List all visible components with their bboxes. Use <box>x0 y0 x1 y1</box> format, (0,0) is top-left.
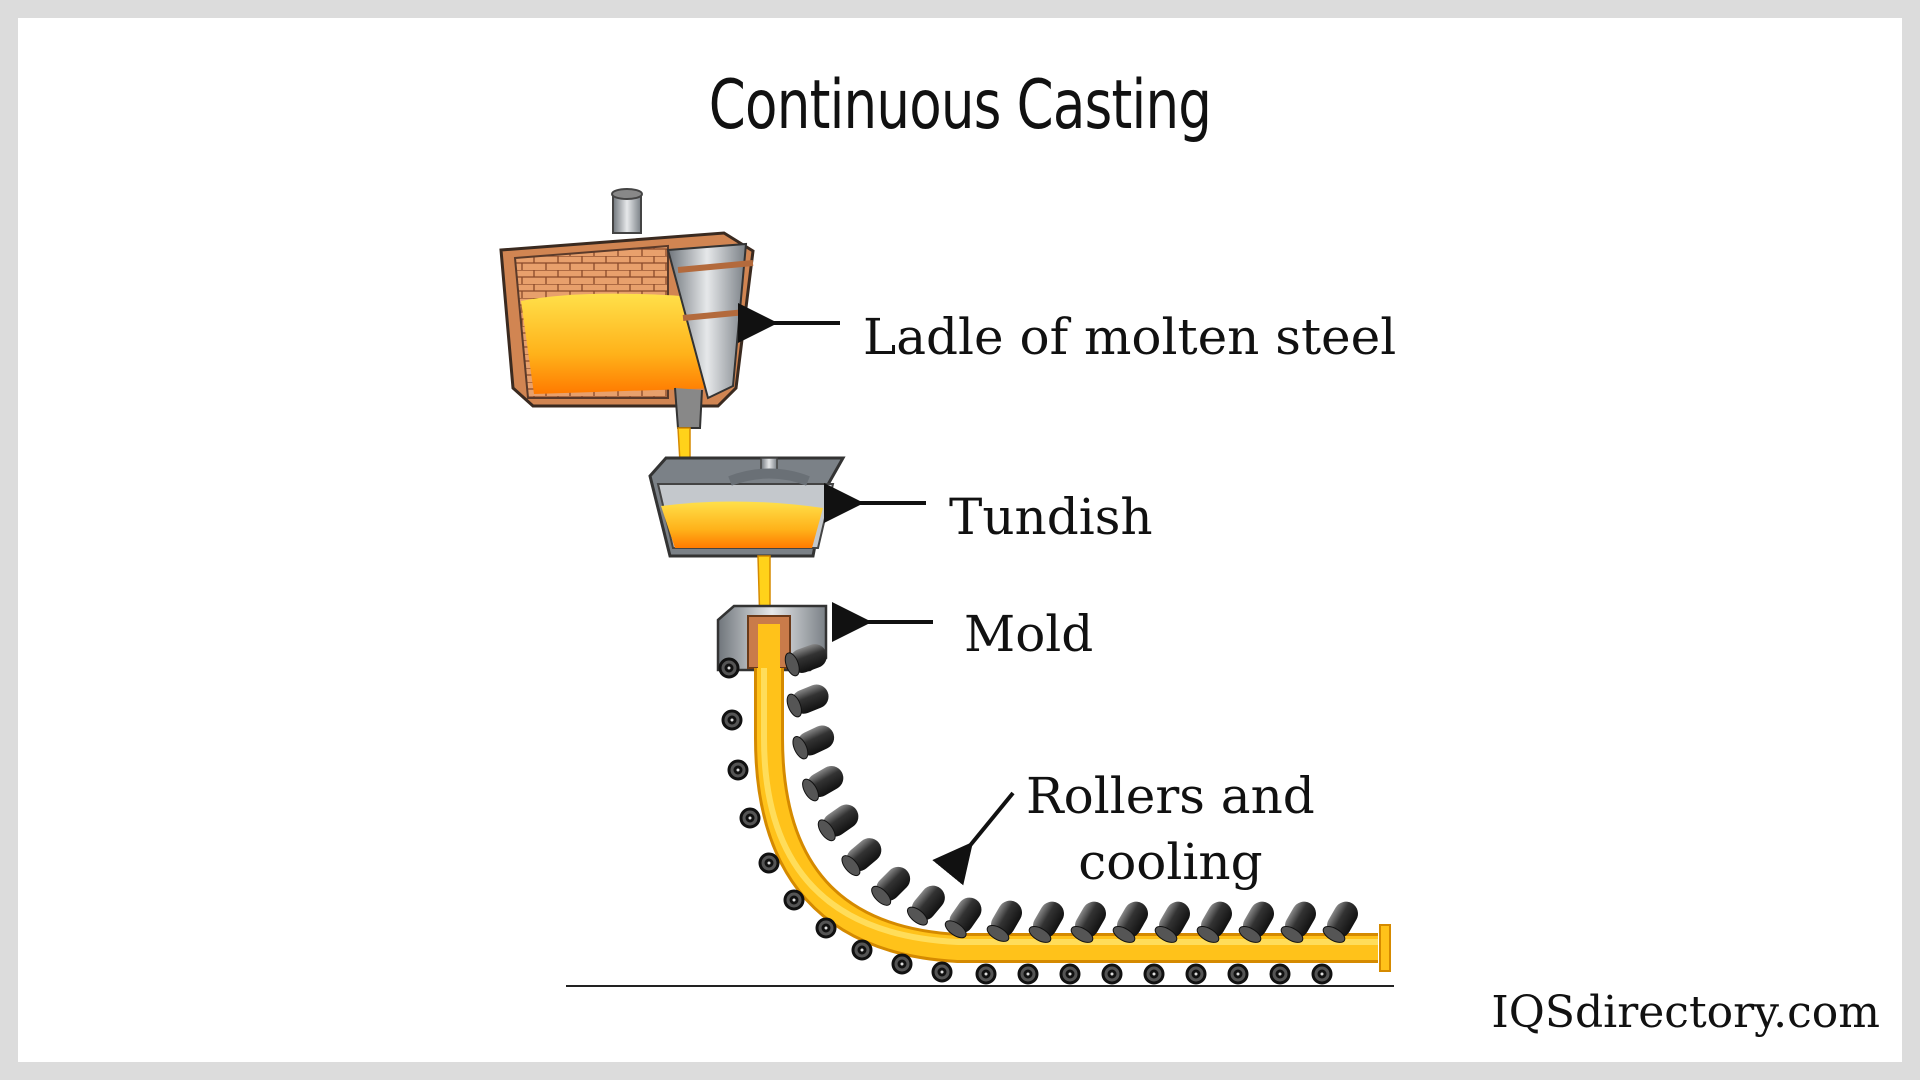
tundish-vessel <box>648 456 846 558</box>
diagram-canvas: Continuous Casting <box>18 18 1902 1062</box>
label-mold: Mold <box>964 605 1094 663</box>
rollers-inner <box>718 657 1333 985</box>
site-watermark: IQSdirectory.com <box>1491 987 1880 1038</box>
label-tundish: Tundish <box>949 488 1153 546</box>
label-rollers-line1: Rollers and <box>1026 767 1315 825</box>
label-rollers-cooling: Rollers and cooling <box>1026 763 1315 895</box>
diagram-title: Continuous Casting <box>708 66 1212 145</box>
rollers-arrow-icon <box>932 791 1015 886</box>
ladle-vessel <box>499 188 755 429</box>
rollers-outer <box>784 644 1358 943</box>
casting-illustration <box>499 188 1394 987</box>
label-rollers-line2: cooling <box>1078 833 1263 891</box>
label-ladle: Ladle of molten steel <box>863 308 1397 366</box>
